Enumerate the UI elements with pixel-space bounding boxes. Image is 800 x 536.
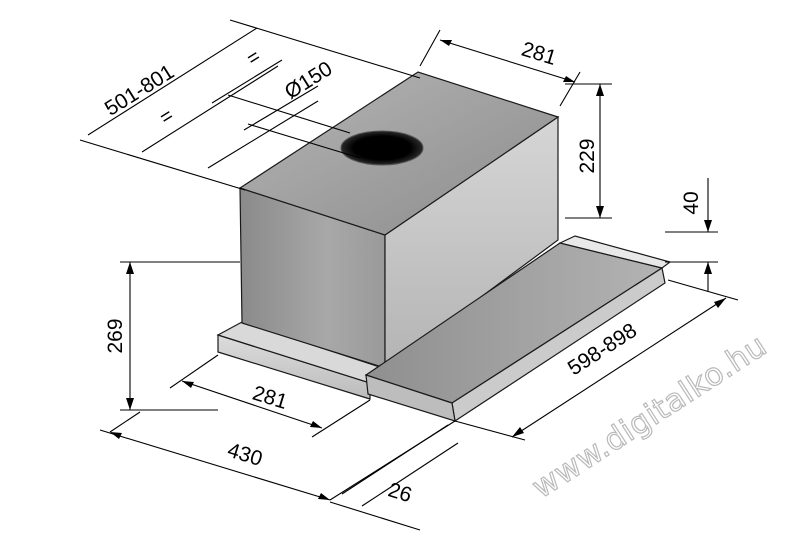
overall-height-label: 269 (104, 318, 127, 353)
duct-opening (340, 130, 424, 166)
slider-thickness-label: 26 (385, 478, 414, 507)
base-width-label: 281 (250, 382, 290, 414)
trim-height-label: 40 (680, 191, 703, 214)
equal-sign-bottom: = (156, 104, 178, 129)
equal-sign-top: = (243, 45, 265, 70)
duct-diameter-label: Ø150 (281, 57, 337, 104)
hood-body (216, 71, 672, 423)
overall-depth-label: 430 (225, 439, 265, 471)
watermark-text: www.digitalko.hu (526, 327, 774, 505)
chimney-width-label: 281 (519, 38, 559, 70)
dimension-lines (79, 19, 739, 531)
chimney-height-label: 229 (576, 138, 599, 173)
